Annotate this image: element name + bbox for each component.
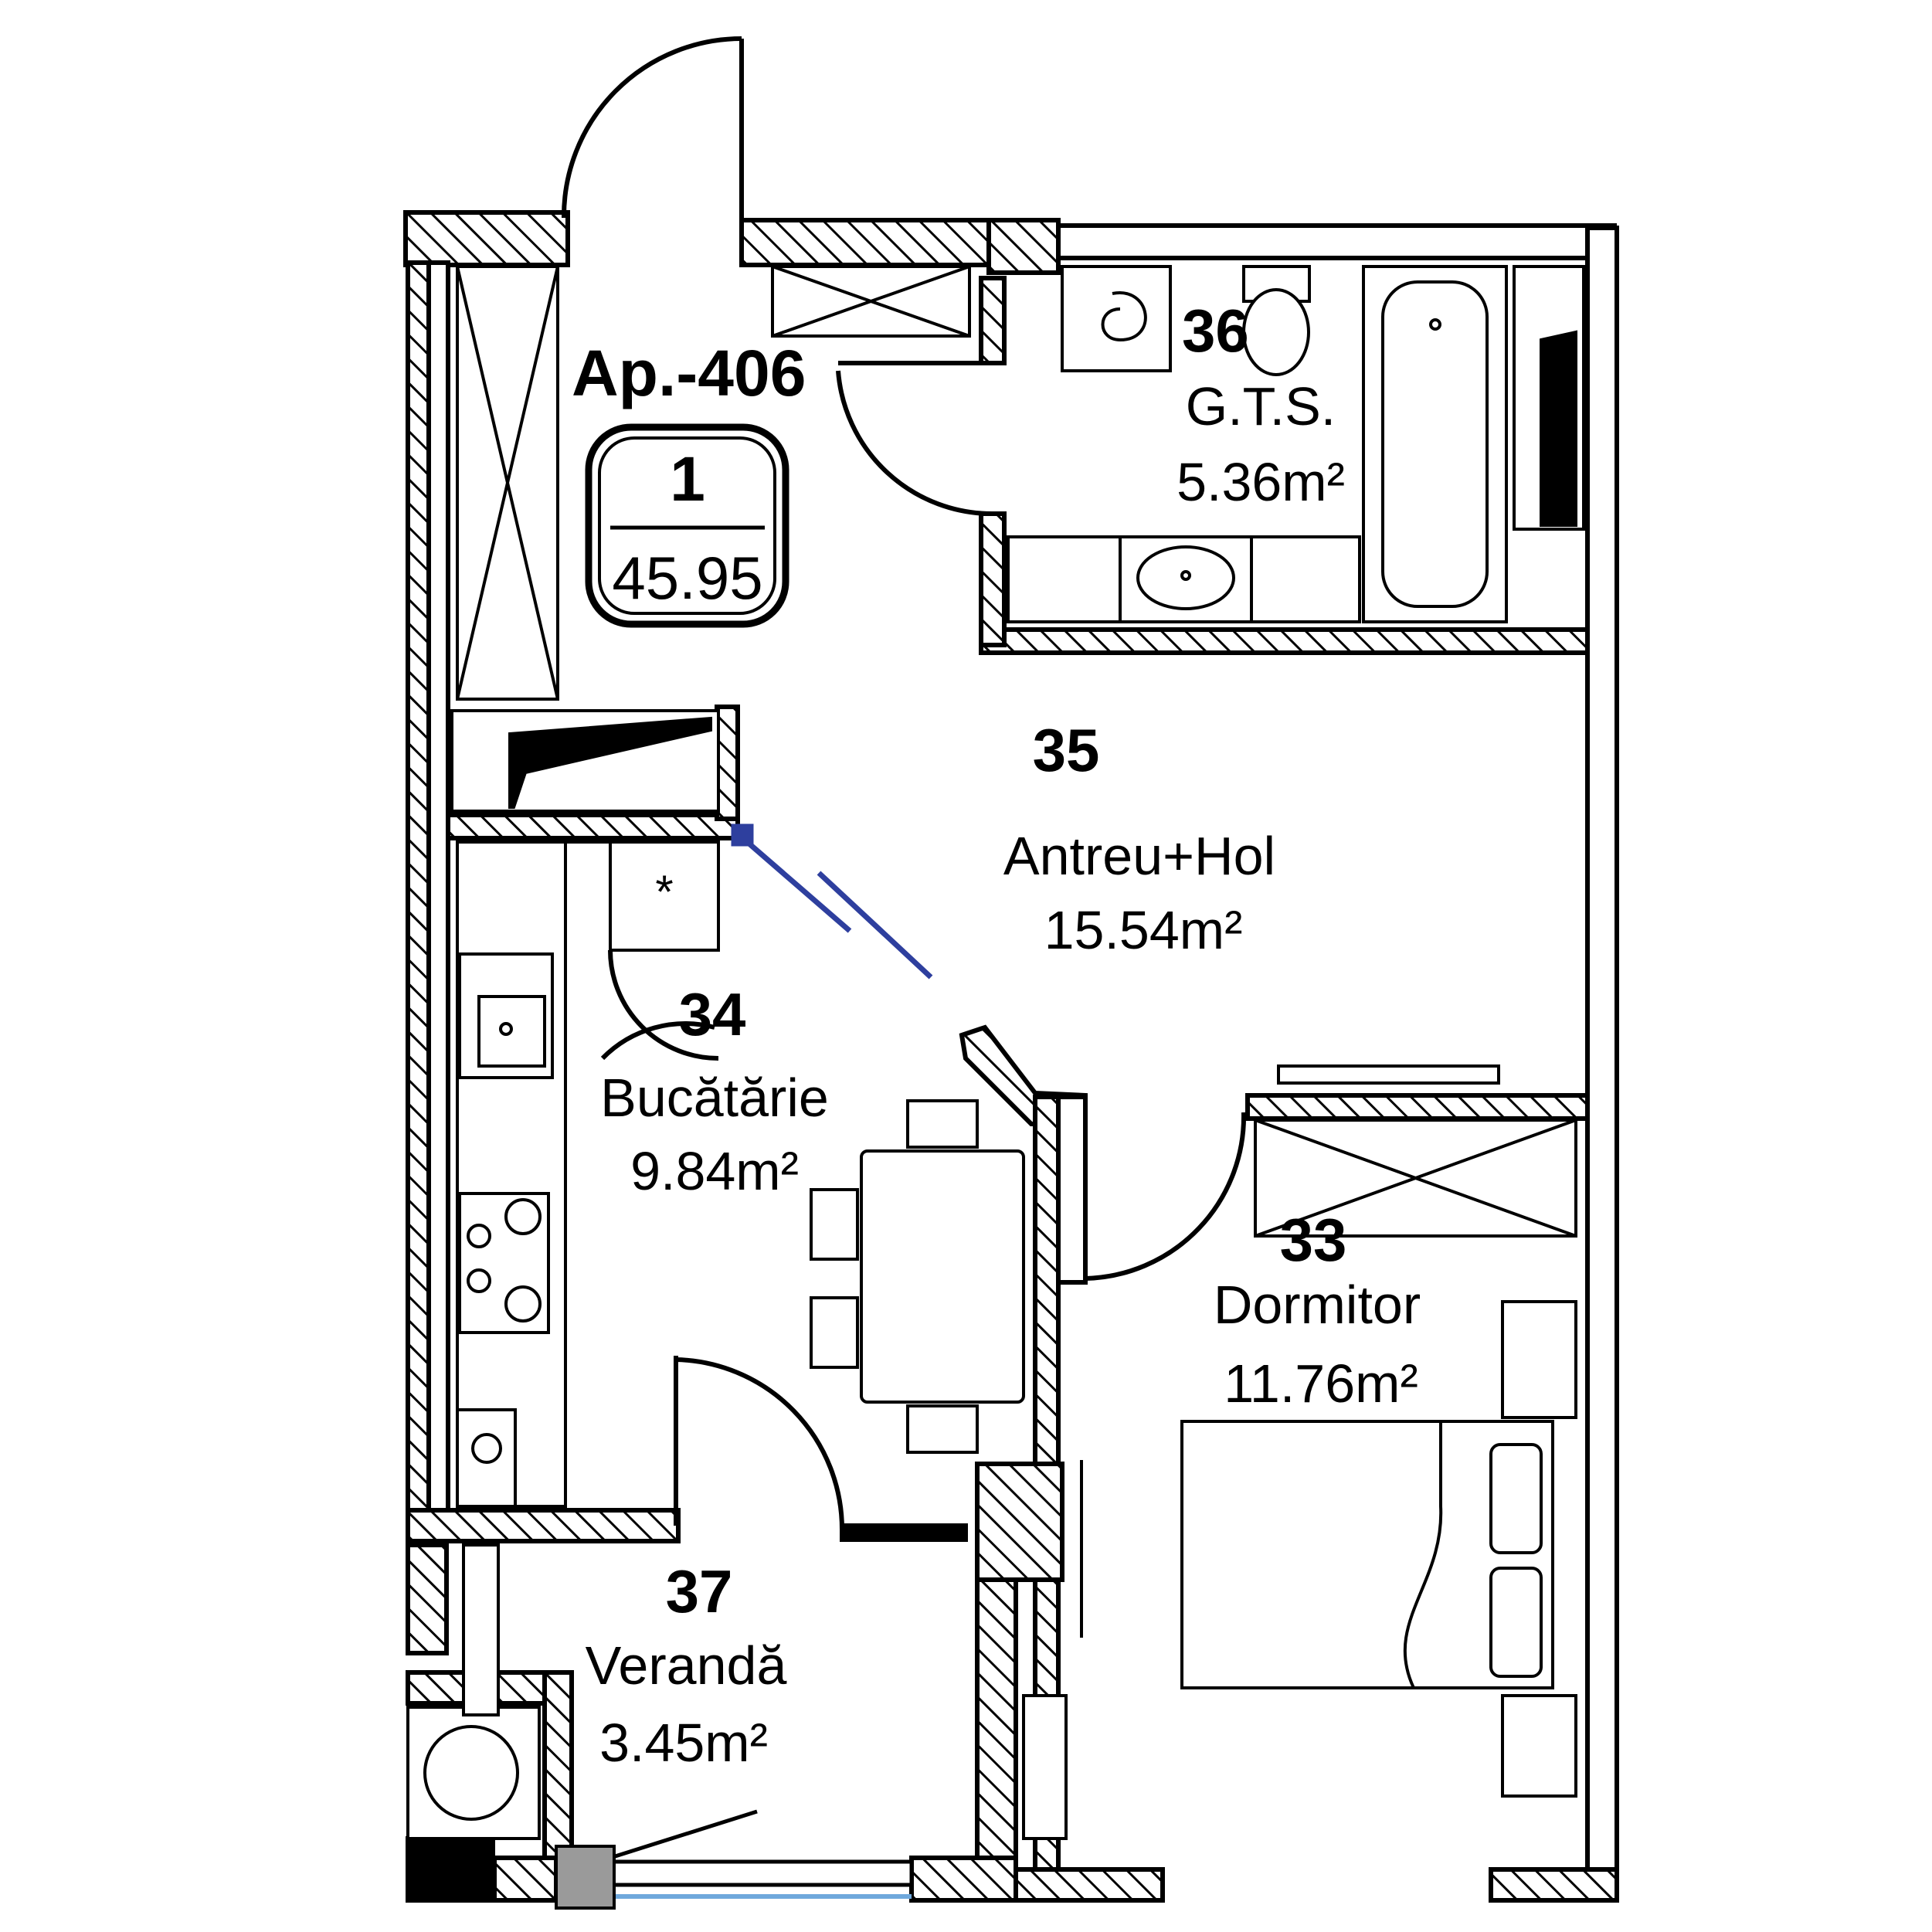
- kitchen-cabinet-swing: [608, 949, 719, 1061]
- doors: [561, 36, 1247, 1530]
- furniture: *: [406, 265, 1585, 1840]
- pillow-1: [1489, 1443, 1543, 1554]
- room-33-area: 11.76m²: [1224, 1353, 1418, 1414]
- wall-column-lower: [975, 1577, 1018, 1860]
- room-36-name: G.T.S.: [1186, 376, 1336, 436]
- wall-bedroom-top: [1245, 1093, 1590, 1121]
- wall-corner-solid: [406, 1836, 495, 1903]
- wall-kitchen-bottom: [406, 1508, 681, 1543]
- room-33-name: Dormitor: [1214, 1275, 1421, 1335]
- veranda-pipe: [462, 1543, 500, 1716]
- badge-frame-inner: [598, 436, 776, 615]
- wall-right: [1585, 226, 1619, 1903]
- chair-top: [906, 1099, 979, 1149]
- wall-top-mid: [739, 218, 991, 267]
- entrance-door-swing: [561, 36, 742, 219]
- washing-machine: [1061, 265, 1172, 372]
- wall-top-bath: [1056, 223, 1617, 260]
- svg-text:*: *: [655, 866, 673, 918]
- room-35-area: 15.54m²: [1044, 900, 1243, 960]
- nightstand-bottom: [1501, 1694, 1577, 1798]
- room-34-number: 34: [679, 980, 746, 1048]
- wall-bath-left: [979, 511, 1007, 647]
- veranda-door-swing: [675, 1357, 844, 1530]
- apartment-label: Ap.-406: [572, 337, 806, 409]
- wall-bottom-left: [492, 1856, 559, 1903]
- chair-left-1: [810, 1188, 859, 1261]
- shaft-fill: [508, 716, 712, 809]
- room-37-number: 37: [666, 1557, 733, 1625]
- room-37-name: Verandă: [586, 1635, 787, 1696]
- fridge: [609, 840, 720, 952]
- wall-shaft-right: [715, 705, 740, 821]
- pillow-2: [1489, 1567, 1543, 1678]
- wall-bottom-right: [1489, 1867, 1619, 1903]
- room-33-number: 33: [1280, 1206, 1347, 1274]
- wall-left-inner: [426, 260, 450, 1516]
- wall-bottom-bed: [1014, 1867, 1165, 1903]
- room-35-number: 35: [1033, 716, 1100, 784]
- walls: [403, 210, 1619, 1903]
- chair-left-2: [810, 1296, 859, 1369]
- radiator-bedroom: [1277, 1064, 1500, 1085]
- dining-table: [860, 1149, 1025, 1404]
- wall-bottom-mid: [909, 1856, 1018, 1903]
- veranda-window: [554, 1809, 914, 1910]
- wall-veranda-top: [840, 1523, 968, 1542]
- toilet-bowl: [1242, 288, 1310, 376]
- wall-entry-stub: [979, 276, 1007, 365]
- wall-bath-bottom: [979, 627, 1590, 655]
- wall-veranda-left: [406, 1543, 449, 1655]
- wall-top-left: [403, 210, 570, 267]
- wall-bedroom-left-inner: [1056, 1095, 1088, 1285]
- room-37-area: 3.45m²: [599, 1713, 768, 1773]
- apartment-badge: 1 45.95: [585, 423, 789, 628]
- bathroom-door-swing: [836, 370, 993, 517]
- badge-total-area: 45.95: [612, 544, 762, 612]
- radiator-left: [1022, 1694, 1068, 1840]
- wall-veranda-left3: [542, 1670, 574, 1860]
- kitchen-counter: [456, 840, 567, 1508]
- kitchen-swing-2: [600, 1021, 715, 1061]
- wall-top-pillar: [986, 218, 1061, 275]
- badge-room-count: 1: [670, 444, 705, 514]
- wall-kitchen-top: [446, 813, 740, 840]
- glass-sliding-door: [731, 823, 933, 980]
- room-34-area: 9.84m²: [630, 1141, 799, 1201]
- room-36-number: 36: [1182, 297, 1249, 365]
- room-34-name: Bucătărie: [600, 1068, 829, 1128]
- nightstand-top: [1501, 1300, 1577, 1419]
- bedroom-door-swing: [1085, 1112, 1247, 1281]
- room-36-area: 5.36m²: [1177, 452, 1345, 512]
- column: [975, 1462, 1064, 1582]
- room-35-name: Antreu+Hol: [1003, 826, 1275, 886]
- chair-bottom: [906, 1404, 979, 1454]
- badge-frame-outer: [585, 423, 789, 628]
